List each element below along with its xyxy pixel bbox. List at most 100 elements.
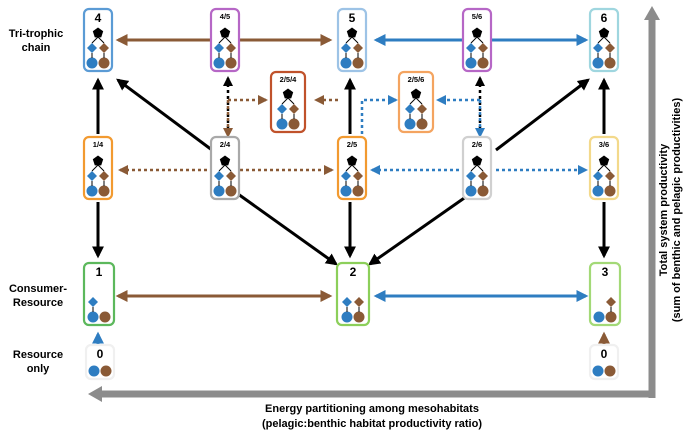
- node-label: 5: [349, 11, 356, 25]
- node-label: 4: [95, 11, 102, 25]
- pelagic-resource-icon: [465, 57, 477, 69]
- benthic-resource-icon: [352, 185, 364, 197]
- pelagic-resource-icon: [465, 185, 477, 197]
- benthic-resource-icon: [477, 57, 489, 69]
- node-box: [461, 135, 493, 201]
- pelagic-consumer-icon: [466, 171, 476, 181]
- node-box: [82, 135, 114, 201]
- node-2: 2: [335, 261, 371, 327]
- pelagic-resource-icon: [88, 365, 100, 377]
- benthic-consumer-icon: [353, 171, 363, 181]
- node-label: 6: [601, 11, 608, 25]
- node-box: [397, 70, 435, 134]
- benthic-consumer-icon: [605, 43, 615, 53]
- node-label: 2: [350, 265, 357, 279]
- axis-labels: Energy partitioning among mesohabitats (…: [262, 98, 683, 430]
- pelagic-consumer-icon: [87, 171, 97, 181]
- pelagic-resource-icon: [341, 311, 353, 323]
- benthic-consumer-icon: [289, 104, 299, 114]
- node-box: [336, 7, 368, 73]
- pelagic-consumer-icon: [342, 297, 352, 307]
- benthic-resource-icon: [98, 57, 110, 69]
- benthic-resource-icon: [225, 57, 237, 69]
- node-label: 2/6: [472, 140, 482, 149]
- node-box: [82, 7, 114, 73]
- node-label: 2/5/4: [280, 75, 298, 84]
- node-label: 2/5/6: [408, 75, 425, 84]
- predator-icon: [219, 155, 231, 166]
- predator-icon: [471, 155, 483, 166]
- benthic-resource-icon: [604, 57, 616, 69]
- benthic-resource-icon: [416, 118, 428, 130]
- benthic-consumer-icon: [417, 104, 427, 114]
- node-2-5: 2/5: [336, 135, 368, 201]
- node-1: 1: [82, 261, 116, 327]
- benthic-resource-icon: [477, 185, 489, 197]
- node-2-5-4: 2/5/4: [269, 70, 307, 134]
- predator-icon: [282, 88, 294, 99]
- pelagic-consumer-icon: [277, 104, 287, 114]
- benthic-consumer-icon: [606, 297, 616, 307]
- row-label-consumer-resource-2: Resource: [13, 297, 63, 309]
- y-axis-label-2: (sum of benthic and pelagic productiviti…: [671, 98, 683, 323]
- benthic-resource-icon: [98, 185, 110, 197]
- node-label: 0: [97, 347, 104, 361]
- pelagic-resource-icon: [86, 57, 98, 69]
- predator-icon: [92, 27, 104, 38]
- pelagic-consumer-icon: [593, 43, 603, 53]
- node-box: [588, 135, 620, 201]
- x-axis: [88, 386, 650, 402]
- row-labels: Tri-trophic chain Consumer- Resource Res…: [9, 28, 68, 375]
- node-box: [82, 261, 116, 327]
- benthic-consumer-icon: [353, 43, 363, 53]
- pelagic-resource-icon: [340, 185, 352, 197]
- node-6: 6: [588, 7, 620, 73]
- pelagic-consumer-icon: [214, 43, 224, 53]
- pelagic-consumer-icon: [341, 171, 351, 181]
- node-label: 2/4: [220, 140, 231, 149]
- predator-icon: [471, 27, 483, 38]
- predator-icon: [410, 88, 422, 99]
- benthic-resource-icon: [225, 185, 237, 197]
- pelagic-consumer-icon: [87, 43, 97, 53]
- predator-icon: [346, 155, 358, 166]
- node-box: [588, 7, 620, 73]
- benthic-consumer-icon: [478, 171, 488, 181]
- benthic-resource-icon: [100, 365, 112, 377]
- benthic-consumer-icon: [226, 43, 236, 53]
- node-5: 5: [336, 7, 368, 73]
- node-1-4: 1/4: [82, 135, 114, 201]
- predator-icon: [219, 27, 231, 38]
- node-label: 0: [601, 347, 608, 361]
- pelagic-resource-icon: [593, 311, 605, 323]
- row-label-resource-only-2: only: [27, 363, 50, 375]
- node-2-6: 2/6: [461, 135, 493, 201]
- pelagic-consumer-icon: [405, 104, 415, 114]
- x-axis-label-2: (pelagic:benthic habitat productivity ra…: [262, 418, 482, 430]
- node-box: [335, 261, 371, 327]
- diagonal-transitions: [116, 78, 590, 266]
- predator-icon: [92, 155, 104, 166]
- node-box: [336, 135, 368, 201]
- benthic-consumer-icon: [99, 43, 109, 53]
- pelagic-consumer-icon: [466, 43, 476, 53]
- benthic-resource-icon: [99, 311, 111, 323]
- pelagic-resource-icon: [87, 311, 99, 323]
- node-label: 2/5: [347, 140, 357, 149]
- node-label: 5/6: [472, 12, 482, 21]
- node-label: 1/4: [93, 140, 104, 149]
- x-axis-label-1: Energy partitioning among mesohabitats: [265, 403, 479, 415]
- benthic-consumer-icon: [226, 171, 236, 181]
- predator-icon: [598, 27, 610, 38]
- pelagic-consumer-icon: [341, 43, 351, 53]
- row-label-consumer-resource-1: Consumer-: [9, 283, 67, 295]
- pelagic-consumer-icon: [88, 297, 98, 307]
- pelagic-resource-icon: [213, 185, 225, 197]
- pelagic-resource-icon: [592, 57, 604, 69]
- node-box: [209, 7, 241, 73]
- node-4: 4: [82, 7, 114, 73]
- node-3: 3: [588, 261, 622, 327]
- pelagic-resource-icon: [592, 185, 604, 197]
- benthic-resource-icon: [353, 311, 365, 323]
